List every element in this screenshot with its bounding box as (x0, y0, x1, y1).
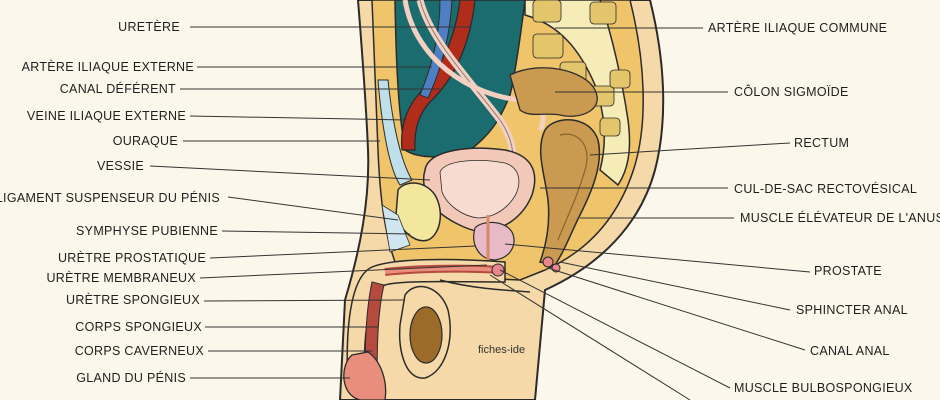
label-artere-iliaque-commune: ARTÈRE ILIAQUE COMMUNE (708, 21, 888, 35)
anterior-wall (377, 79, 413, 186)
prostate-shape (473, 221, 515, 261)
label-symphyse-pubienne: SYMPHYSE PUBIENNE (76, 224, 218, 238)
pubic-symphysis-shape (395, 182, 442, 242)
label-artere-iliaque-externe: ARTÈRE ILIAQUE EXTERNE (21, 60, 194, 74)
glans-shape (343, 351, 387, 400)
rectum-shape (538, 119, 601, 266)
label-colon-sigmoide: CÔLON SIGMOÏDE (734, 85, 849, 99)
label-ligament-suspenseur: LIGAMENT SUSPENSEUR DU PÉNIS (0, 191, 220, 205)
label-muscle-bulbospongieux: MUSCLE BULBOSPONGIEUX (734, 381, 913, 395)
label-cul-de-sac: CUL-DE-SAC RECTOVÉSICAL (734, 182, 918, 196)
ligament-shape (381, 204, 411, 253)
sacrum-shape (524, 0, 631, 187)
leader-lines-right (489, 27, 811, 400)
label-vessie: VESSIE (97, 159, 144, 173)
watermark: fiches-ide (478, 344, 526, 356)
label-rectum: RECTUM (794, 136, 850, 150)
label-prostate: PROSTATE (814, 264, 882, 278)
label-gland-du-penis: GLAND DU PÉNIS (76, 371, 186, 385)
sigmoid-colon-shape (509, 67, 598, 117)
label-uretre-membraneux: URÈTRE MEMBRANEUX (46, 271, 196, 285)
label-canal-deferent: CANAL DÉFÉRENT (59, 82, 176, 96)
label-uretere: URETÈRE (118, 20, 180, 34)
label-veine-iliaque-externe: VEINE ILIAQUE EXTERNE (26, 109, 186, 123)
label-ouraque: OURAQUE (112, 134, 178, 148)
label-sphincter-anal: SPHINCTER ANAL (796, 303, 908, 317)
label-corps-caverneux: CORPS CAVERNEUX (74, 344, 204, 358)
label-canal-anal: CANAL ANAL (810, 344, 890, 358)
label-corps-spongieux: CORPS SPONGIEUX (75, 320, 202, 334)
leader-lines-left (149, 26, 488, 379)
label-muscle-elevateur: MUSCLE ÉLÉVATEUR DE L'ANUS (740, 211, 940, 225)
label-uretre-prostatique: URÈTRE PROSTATIQUE (57, 251, 206, 265)
label-uretre-spongieux: URÈTRE SPONGIEUX (66, 293, 200, 307)
